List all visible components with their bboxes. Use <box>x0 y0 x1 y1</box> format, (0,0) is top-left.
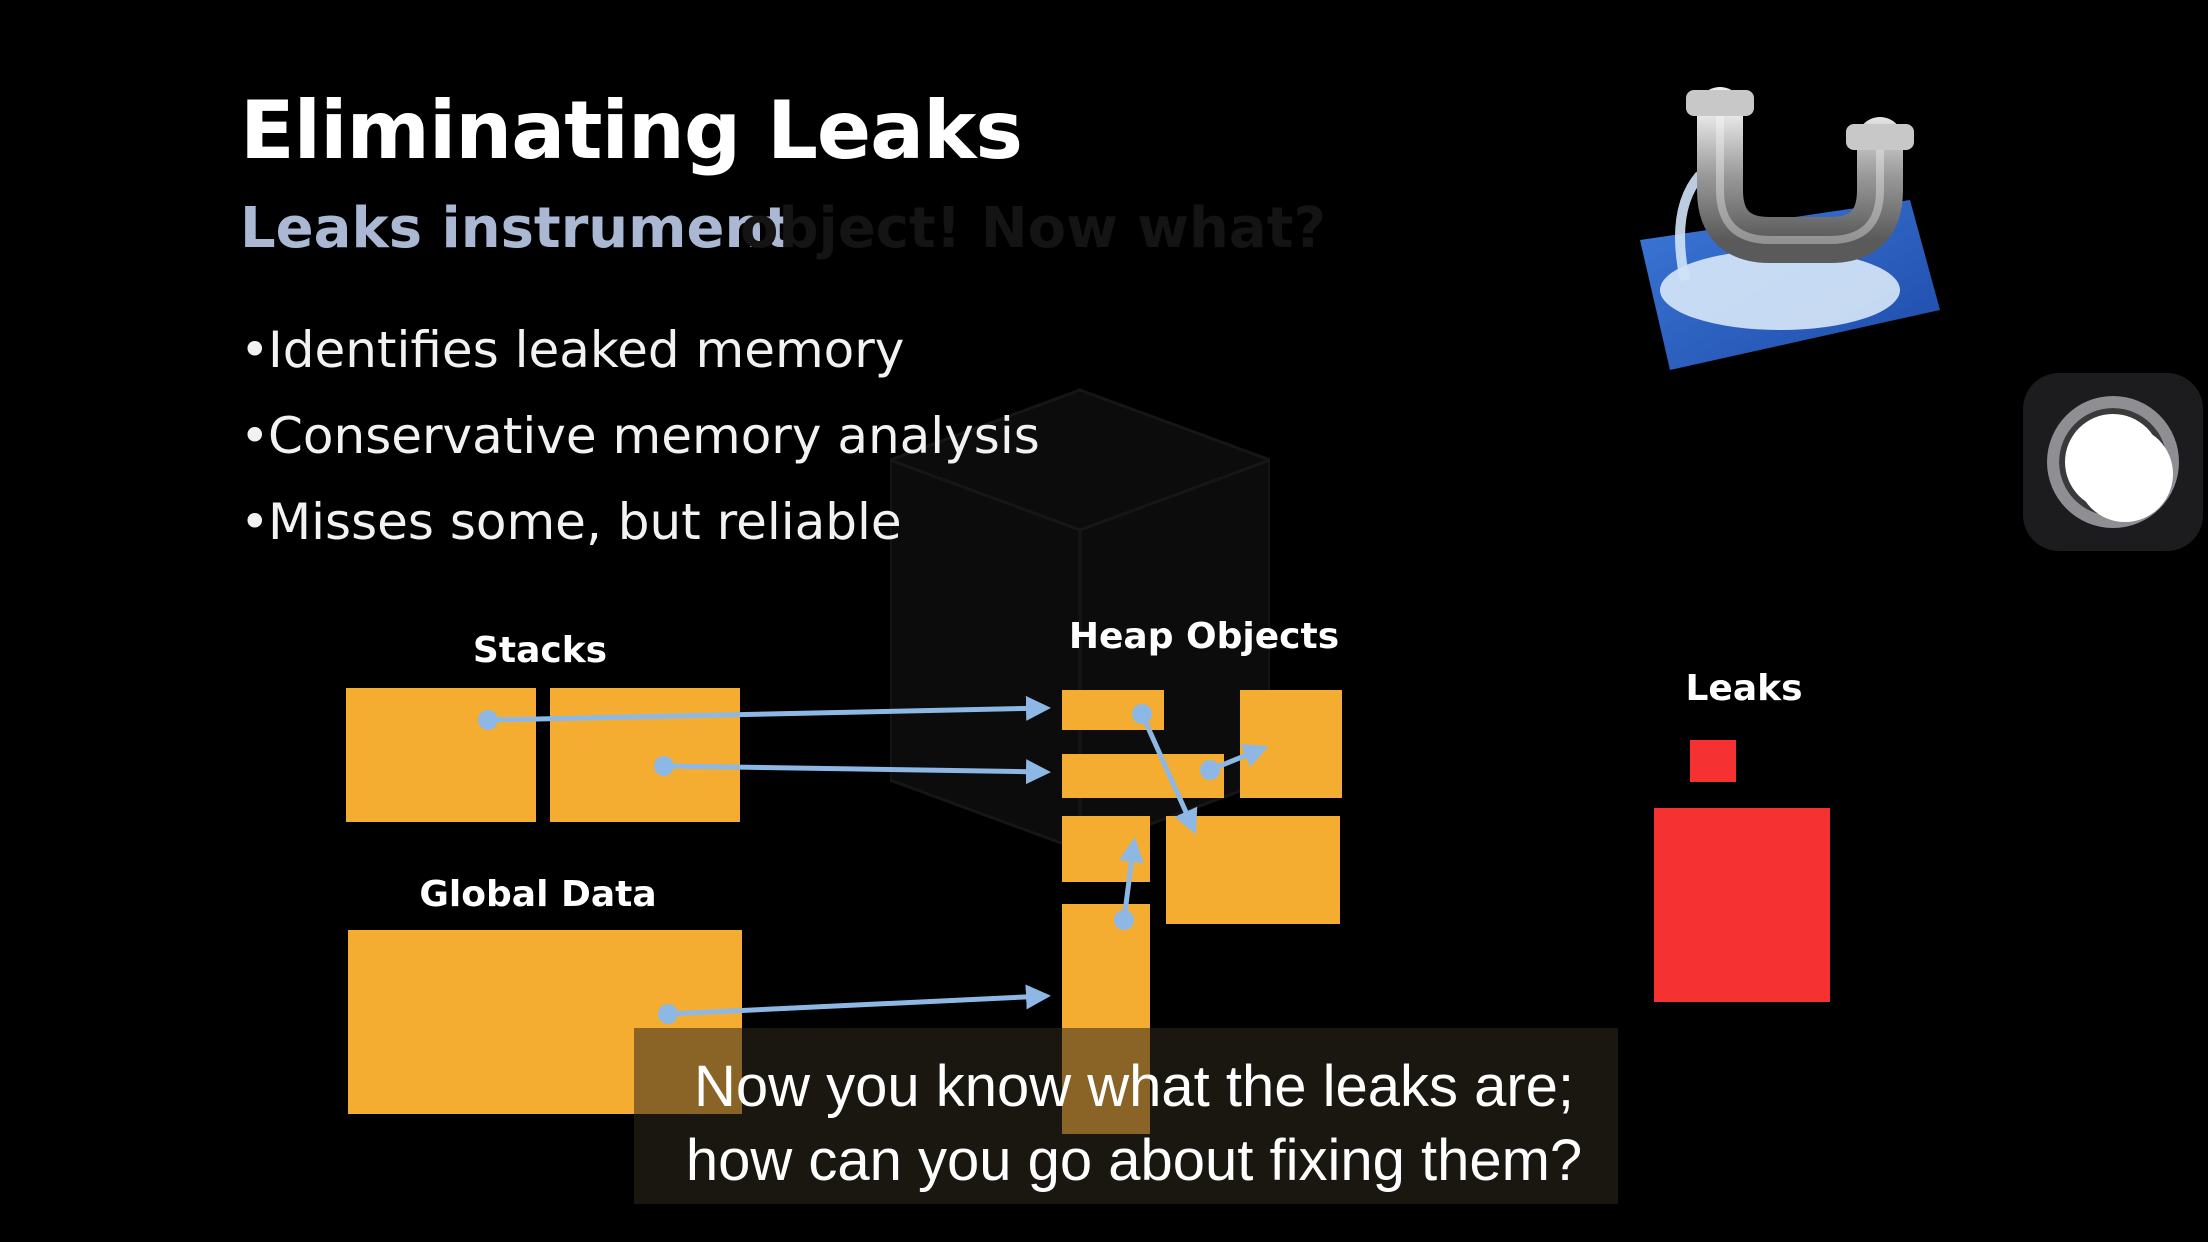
stacks-label: Stacks <box>472 630 608 671</box>
record-button-icon <box>2047 396 2179 528</box>
bullet-item: •Conservative memory analysis <box>240 407 1040 465</box>
heap-objects-label: Heap Objects <box>1068 616 1340 657</box>
stack-block <box>550 688 740 822</box>
slide-subtitle: Leaks instrument <box>240 196 792 261</box>
caption-line: Now you know what the leaks are; <box>693 1054 1575 1119</box>
leaks-label: Leaks <box>1685 668 1803 709</box>
leaked-block <box>1654 808 1830 1002</box>
stack-block <box>346 688 536 822</box>
heap-object-block <box>1240 690 1342 798</box>
bullet-item: •Misses some, but reliable <box>240 493 902 551</box>
heap-object-block <box>1062 690 1164 730</box>
leaked-block <box>1690 740 1736 782</box>
global-data-label: Global Data <box>419 874 657 915</box>
record-button[interactable] <box>2023 373 2203 551</box>
bullet-list: •Identifies leaked memory •Conservative … <box>240 318 1040 576</box>
heap-object-block <box>1062 816 1150 882</box>
leaks-pipe-icon <box>1640 87 1940 370</box>
video-caption: Now you know what the leaks are; how can… <box>634 1050 1634 1198</box>
heap-object-block <box>1166 816 1340 924</box>
caption-line: how can you go about fixing them? <box>685 1128 1583 1193</box>
heap-object-block <box>1062 754 1224 798</box>
slide-title: Eliminating Leaks <box>240 84 1023 177</box>
caption-background <box>634 1028 1618 1204</box>
slide-subtitle-faded: object! Now what? <box>740 196 1326 261</box>
bullet-item: •Identifies leaked memory <box>240 321 905 379</box>
